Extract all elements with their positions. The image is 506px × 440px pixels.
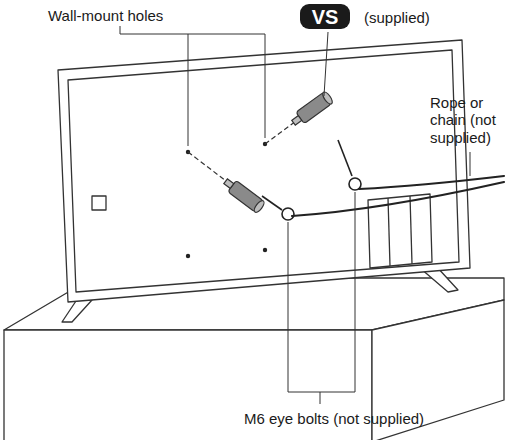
part-label: Wall-mount holes [48,7,163,24]
part-code: VS [312,7,339,27]
leader-line [324,32,328,96]
part-label: M6 eye bolts (not supplied) [244,410,424,427]
eye-bolt [338,140,361,190]
part-code-badge: VS [300,4,350,29]
axis-line [188,152,230,184]
rope [359,176,504,189]
spacer [289,91,334,129]
part-label: Rope or chain (not supplied) [430,94,504,146]
terminal-cover [368,194,432,268]
tv-back-frame [58,40,470,302]
leader-line [120,26,265,146]
spacer [221,176,265,214]
cover-ridge [410,196,412,264]
leader-bracket [288,192,355,404]
tv-back-panel [68,50,459,292]
cover-ridge [388,198,390,266]
wall-mount-hole [263,248,267,252]
leader-line [470,152,471,176]
supply-note: (supplied) [364,9,430,26]
eye-bolt [262,196,294,220]
wall-mount-hole [186,254,190,258]
port [92,196,106,210]
